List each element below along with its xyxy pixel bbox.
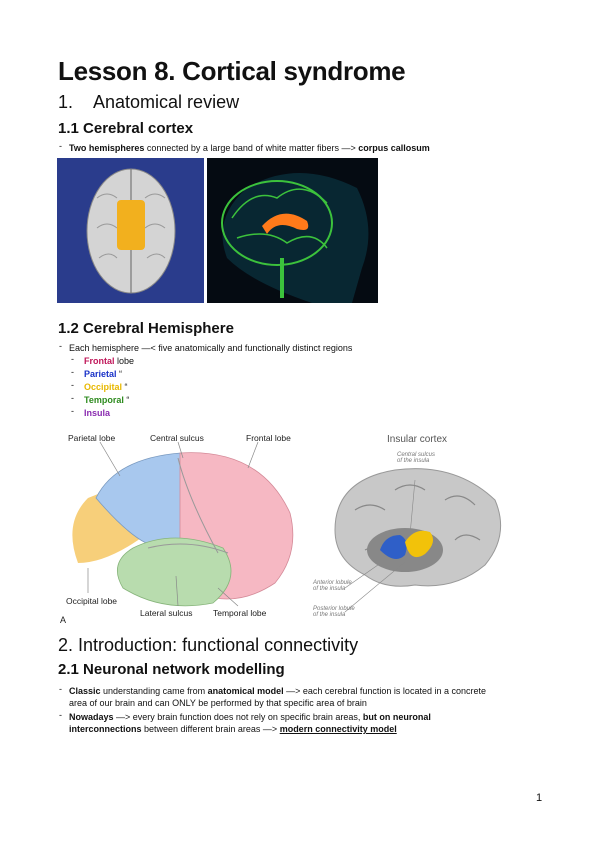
lobe-item-occipital: -Occipital “ — [71, 380, 128, 392]
label-lateral-sulcus: Lateral sulcus — [140, 608, 193, 618]
page-title: Lesson 8. Cortical syndrome — [58, 56, 406, 86]
bullet-hemispheres: -Two hemispheres connected by a large ba… — [59, 141, 430, 153]
label-posterior-lobule: Posterior lobule of the insula — [313, 606, 355, 618]
insula-figure-title: Insular cortex — [387, 434, 448, 445]
insula-figure: Insular cortex Central sulcus of the ins… — [305, 430, 520, 628]
lobe-item-temporal: -Temporal “ — [71, 393, 130, 405]
label-frontal-lobe: Frontal lobe — [246, 433, 291, 443]
bullet-nowadays-model: -Nowadays —> every brain function does n… — [59, 710, 431, 734]
lobe-item-frontal: -Frontal lobe — [71, 354, 135, 366]
section-2-1-heading: 2.1 Neuronal network modelling — [58, 661, 285, 678]
brain-top-view-image — [57, 158, 204, 303]
lobe-item-parietal: -Parietal “ — [71, 367, 123, 379]
page-number: 1 — [536, 792, 543, 804]
brain-corpus-callosum-image — [207, 158, 378, 303]
section-1-1-heading: 1.1 Cerebral cortex — [58, 120, 194, 137]
section-2-heading: 2. Introduction: functional connectivity — [58, 635, 359, 655]
lobe-item-insula: -Insula — [71, 406, 111, 418]
label-occipital-lobe: Occipital lobe — [66, 596, 118, 606]
label-central-sulcus: Central sulcus — [150, 433, 204, 443]
label-temporal-lobe: Temporal lobe — [213, 608, 267, 618]
section-1-2-heading: 1.2 Cerebral Hemisphere — [58, 320, 234, 337]
bullet-hemisphere-regions: -Each hemisphere —< five anatomically an… — [59, 341, 353, 353]
label-anterior-lobule: Anterior lobule of the insula — [313, 580, 352, 592]
lobes-figure: Parietal lobe Central sulcus Frontal lob… — [58, 428, 308, 628]
bullet-classic-model: -Classic understanding came from anatomi… — [59, 684, 486, 708]
label-central-sulcus-insula: Central sulcus of the insula — [397, 452, 436, 464]
label-panel: A — [60, 615, 67, 625]
connectivity-model-link: modern connectivity model — [279, 724, 397, 734]
section-1-heading: 1. Anatomical review — [58, 92, 240, 112]
label-parietal-lobe: Parietal lobe — [68, 433, 116, 443]
